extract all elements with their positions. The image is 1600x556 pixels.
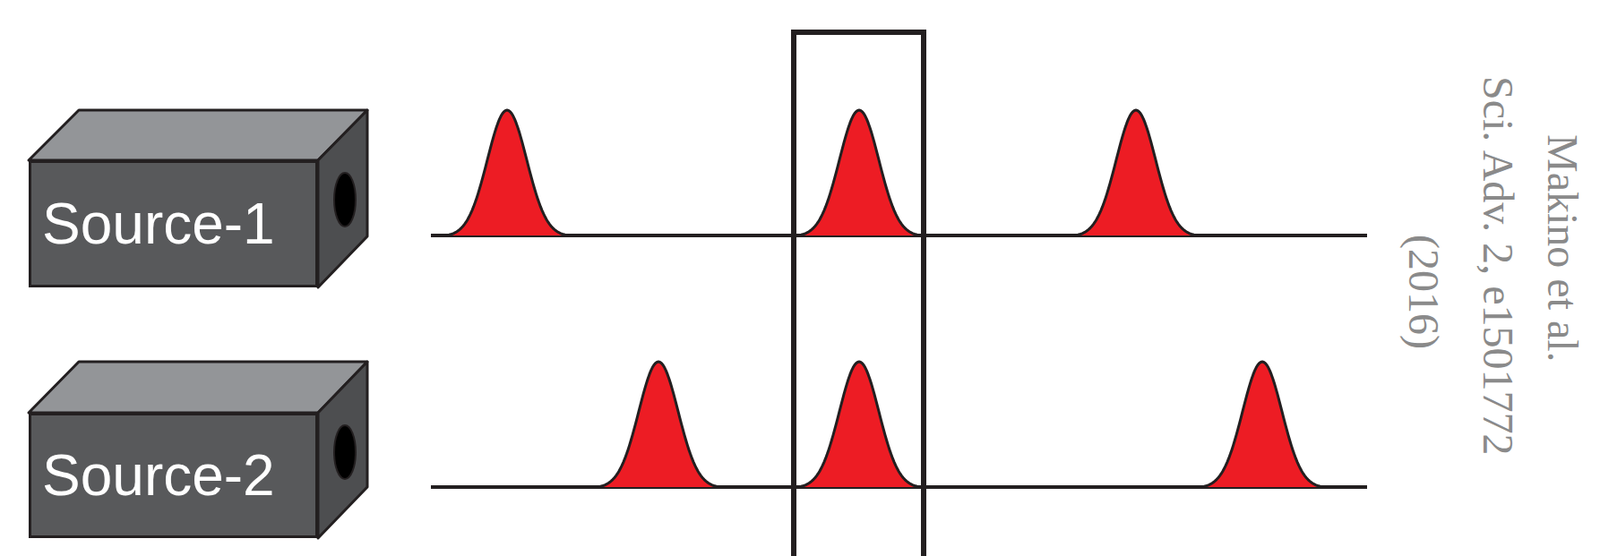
- source-label: Source-1: [31, 195, 276, 253]
- photon-pulse: [1201, 361, 1324, 488]
- output-port: [334, 172, 356, 227]
- box-side-face: [318, 361, 368, 539]
- box-top-face: [28, 361, 368, 413]
- pulse-trains: [430, 110, 1368, 488]
- photon-pulse: [1075, 110, 1197, 236]
- photon-pulse: [446, 110, 568, 236]
- citation-text: Sci. Adv. 2, e1501772: [1472, 76, 1523, 456]
- photon-pulse: [798, 110, 921, 236]
- box-top-face: [28, 110, 368, 161]
- photon-pulse: [798, 361, 921, 488]
- box-side-face: [318, 110, 368, 288]
- citation-text: (2016): [1398, 234, 1449, 350]
- citation-text: Makino et al.: [1537, 134, 1588, 363]
- photon-pulse: [597, 361, 720, 488]
- source-box-faces: [28, 110, 368, 539]
- source-box: Source-1: [28, 160, 319, 288]
- output-port: [334, 425, 356, 480]
- time-window: [793, 32, 924, 556]
- source-box: Source-2: [28, 412, 319, 539]
- source-label: Source-2: [31, 447, 276, 505]
